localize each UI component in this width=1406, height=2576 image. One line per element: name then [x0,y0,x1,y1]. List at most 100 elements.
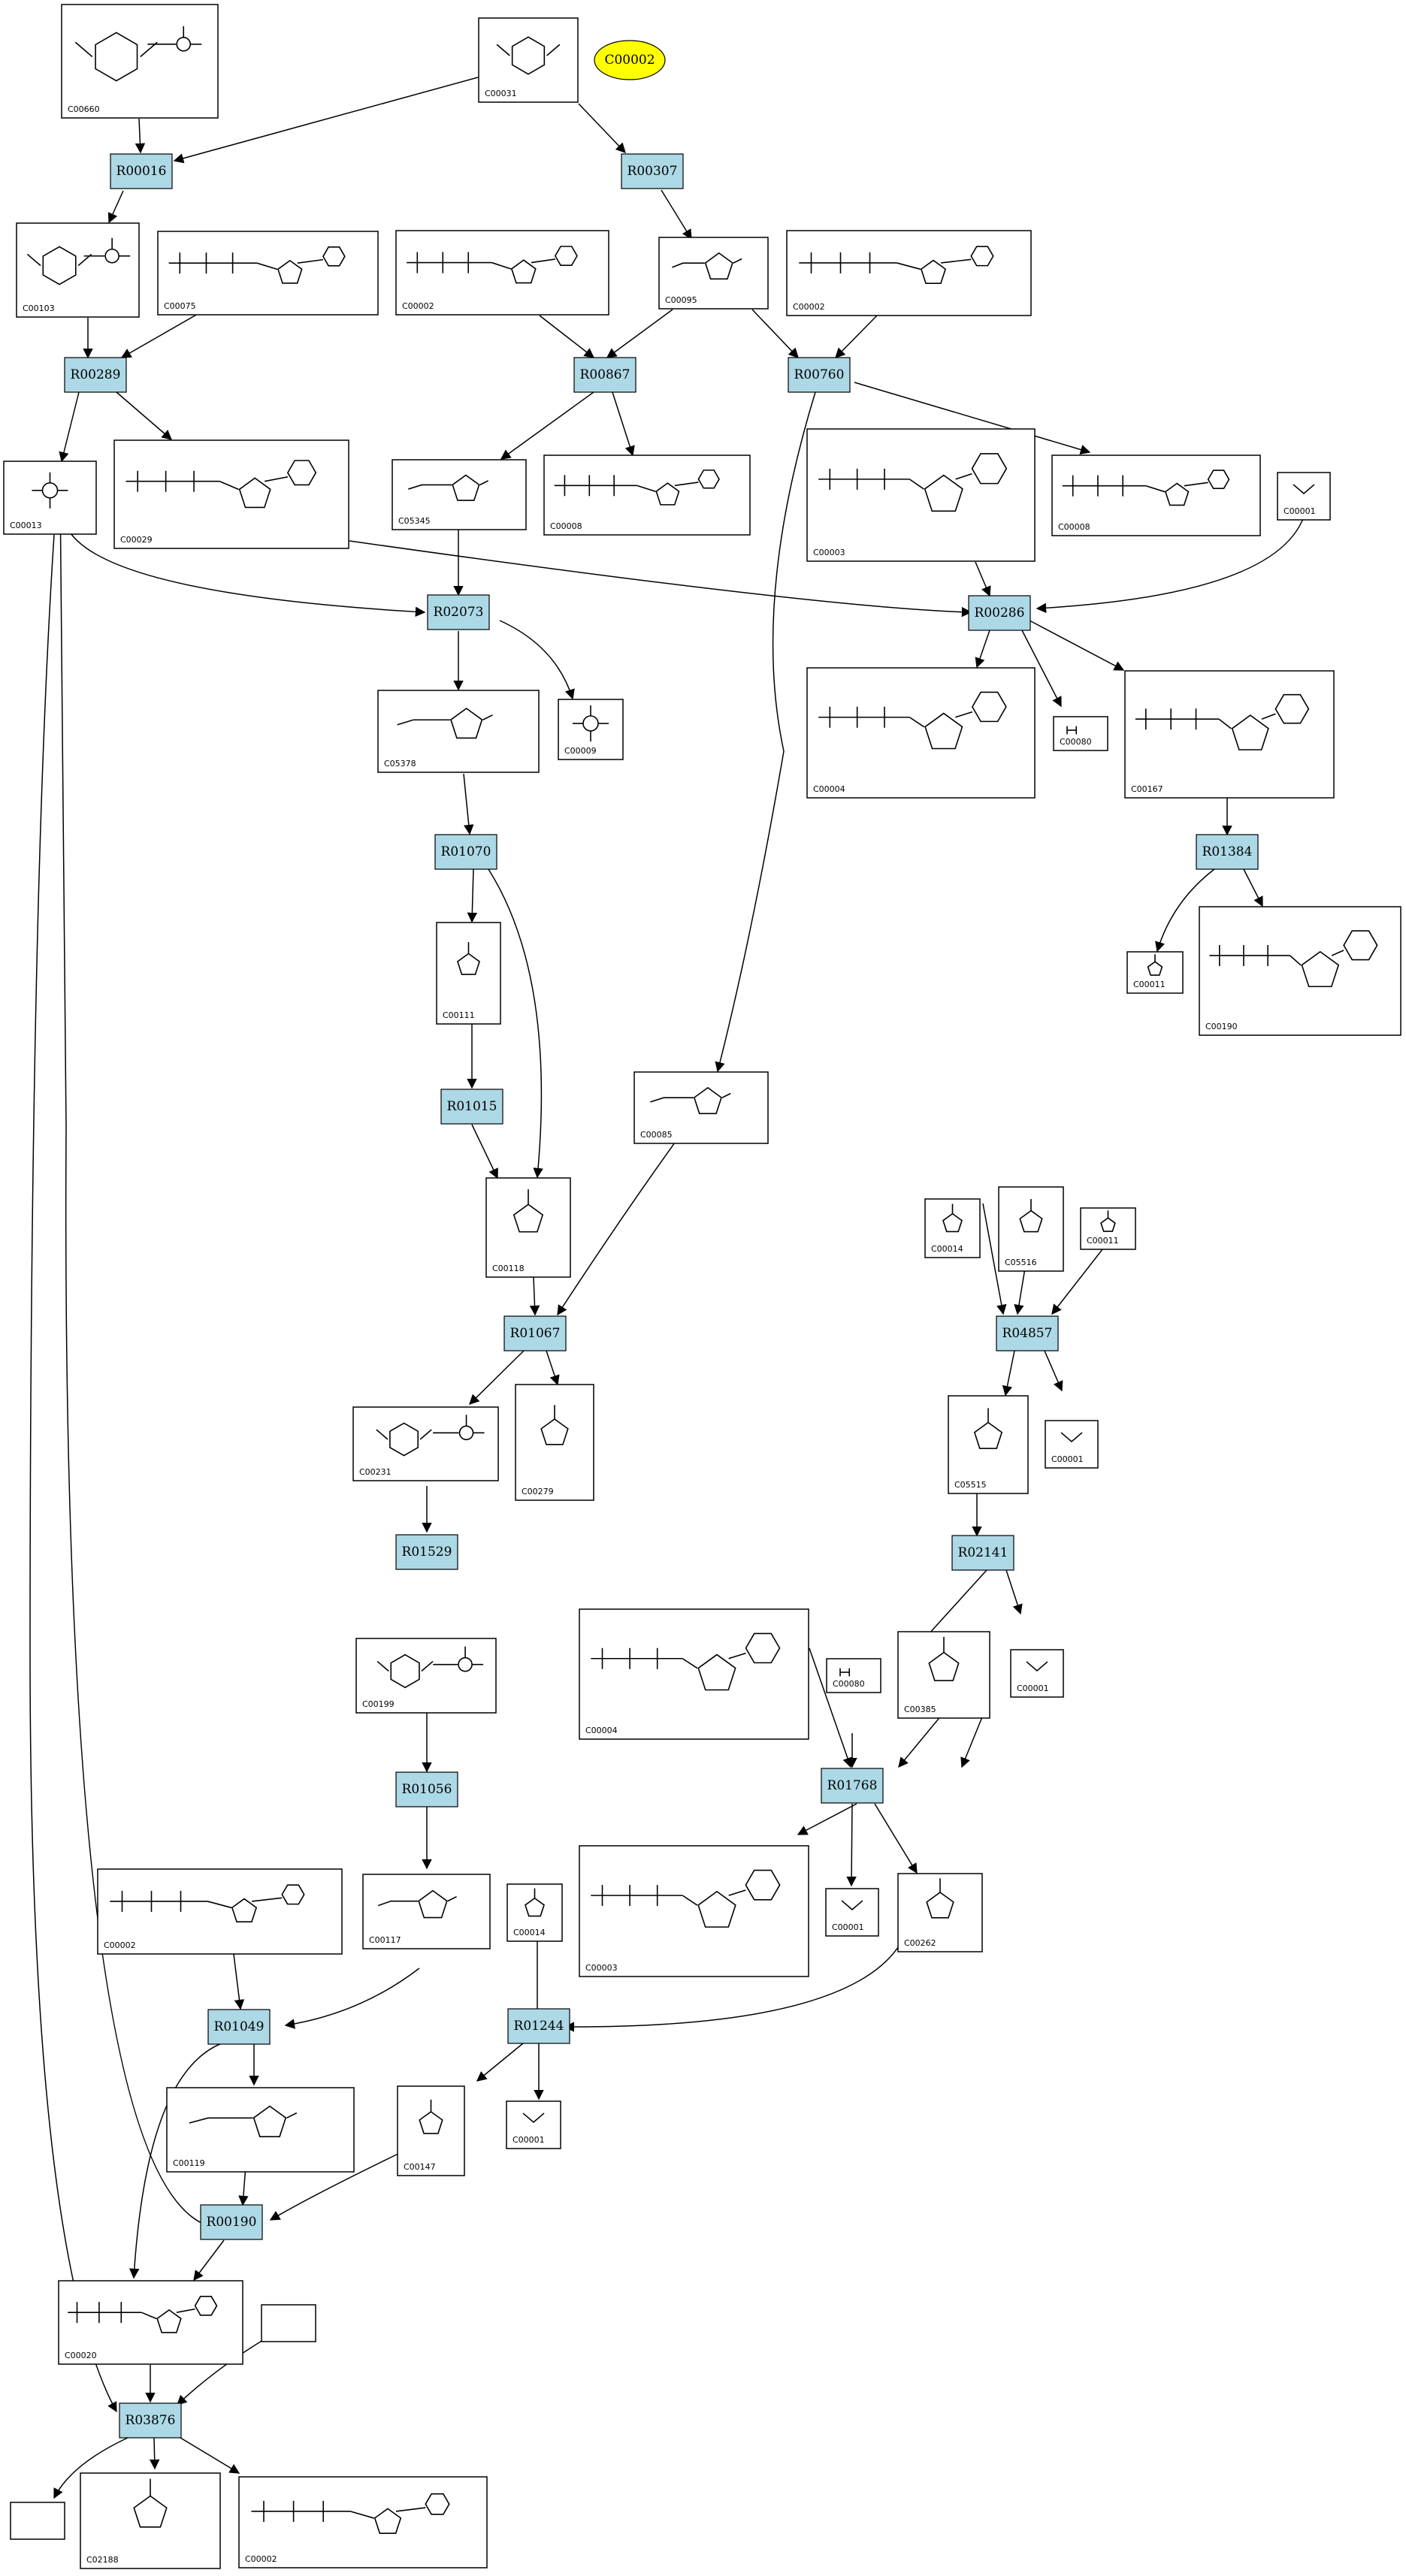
edge [715,391,816,1073]
compound-node[interactable]: C00013 [3,461,97,535]
compound-node[interactable]: C00001 [1277,472,1331,521]
reaction-node[interactable]: R00016 [110,153,173,189]
compound-label: C00080 [833,1679,865,1689]
compound-node[interactable]: C00020 [58,2280,243,2365]
compound-node[interactable]: C00001 [1010,1649,1064,1698]
reaction-box [395,1771,458,1807]
compound-node[interactable]: C00001 [506,2100,561,2149]
compound-node[interactable]: C00262 [897,1873,983,1952]
compound-node[interactable]: C05515 [948,1395,1029,1494]
reaction-node[interactable]: R02073 [427,594,490,630]
reaction-node[interactable]: R01529 [395,1534,458,1570]
reaction-box [119,2402,182,2439]
molecule-structure [591,1632,781,1691]
reaction-label: R01056 [402,1782,452,1797]
compound-node[interactable]: C00014 [924,1198,981,1258]
compound-node[interactable]: C00008 [543,454,751,536]
reaction-node[interactable]: R01015 [440,1089,503,1125]
compound-node[interactable]: C00231 [352,1406,499,1481]
compound-node[interactable]: C05516 [998,1186,1064,1272]
reaction-node[interactable]: R01056 [395,1771,458,1807]
reaction-node[interactable]: R01070 [434,834,497,870]
compound-label: C00004 [813,784,845,794]
reaction-node[interactable]: R00190 [200,2204,263,2240]
compound-node[interactable]: C00008 [1051,454,1261,536]
compound-node[interactable]: C00029 [113,439,349,549]
compound-node[interactable]: C00011 [1080,1207,1136,1250]
reaction-node[interactable]: R01244 [507,2008,570,2044]
reaction-node[interactable]: R01768 [821,1768,884,1804]
compound-node[interactable]: C00003 [806,428,1036,562]
compound-box [478,17,579,103]
reaction-node[interactable]: R02141 [951,1535,1014,1571]
molecule-structure [799,246,994,285]
compound-node[interactable]: C00117 [362,1874,491,1949]
reaction-box [573,357,636,393]
compound-node[interactable]: C00011 [1126,951,1184,994]
molecule-structure [1019,1199,1043,1233]
reaction-node[interactable]: R03876 [119,2402,182,2439]
compound-node[interactable]: C00003 [579,1845,809,1977]
compound-box [395,230,609,316]
reaction-node[interactable]: R00867 [573,357,636,393]
compound-box [633,1071,769,1144]
compound-node[interactable]: C00111 [436,922,501,1025]
reaction-node[interactable]: R00286 [968,595,1031,631]
reaction-node[interactable]: R00760 [788,357,851,393]
reaction-label: R03876 [125,2413,176,2428]
compound-node[interactable]: C00660 [61,4,219,119]
molecule-structure [376,1415,485,1457]
compound-node[interactable]: C00001 [825,1888,879,1937]
compound-node[interactable]: C00002 [395,230,609,316]
compound-box [658,237,769,310]
compound-node[interactable]: C00002 [238,2476,488,2568]
compound-box [97,1868,343,1955]
compound-box [579,1608,809,1740]
reaction-node[interactable]: R00289 [64,357,127,393]
compound-node[interactable]: C05378 [377,690,540,773]
compound-node[interactable]: C00002 [786,230,1032,316]
reaction-node[interactable]: R01384 [1196,834,1259,870]
compound-box [1053,716,1108,751]
compound-node[interactable]: C00031 [478,17,579,103]
compound-node[interactable]: C00080 [826,1658,881,1693]
compound-node[interactable]: C00118 [485,1177,571,1278]
edge [488,868,543,1179]
reaction-node[interactable]: R00307 [621,153,684,189]
compound-node[interactable]: C00080 [1053,716,1108,751]
compound-node[interactable]: C00009 [558,699,624,760]
compound-node[interactable]: C00004 [806,667,1036,799]
reaction-node[interactable]: R01067 [503,1315,567,1351]
compound-node[interactable]: C00095 [658,237,769,310]
compound-node[interactable]: C00014 [506,1883,563,1942]
compound-box [392,459,527,530]
compound-node[interactable]: C00119 [166,2087,355,2173]
compound-node[interactable] [10,2502,65,2540]
reaction-node[interactable]: R04857 [996,1315,1059,1351]
compound-node[interactable]: C00190 [1199,906,1401,1036]
compound-node[interactable]: C00103 [16,222,140,318]
compound-node[interactable]: C00001 [1045,1420,1099,1469]
reaction-node[interactable]: R01049 [207,2009,271,2045]
compound-node[interactable]: C00279 [515,1384,594,1501]
edge [149,2437,160,2470]
compound-node[interactable]: C00002 [97,1868,343,1955]
compound-node[interactable]: C00075 [157,231,379,316]
molecule-structure [522,2112,545,2123]
compound-node[interactable]: C00147 [397,2085,465,2176]
compound-box [826,1658,881,1693]
compound-node[interactable]: C00167 [1124,670,1335,799]
compound-node[interactable]: C00004 [579,1608,809,1740]
highlight-compound[interactable]: C00002 [594,40,666,80]
compound-node[interactable]: C02188 [80,2472,221,2569]
edge [463,773,474,835]
compound-node[interactable]: C00199 [355,1638,497,1714]
compound-node[interactable] [261,2304,316,2342]
molecule-structure [189,2105,298,2137]
molecule-structure [818,453,1008,512]
compound-node[interactable]: C00085 [633,1071,769,1144]
reaction-box [1196,834,1259,870]
compound-node[interactable]: C05345 [392,459,527,530]
compound-node[interactable]: C00385 [897,1631,990,1719]
